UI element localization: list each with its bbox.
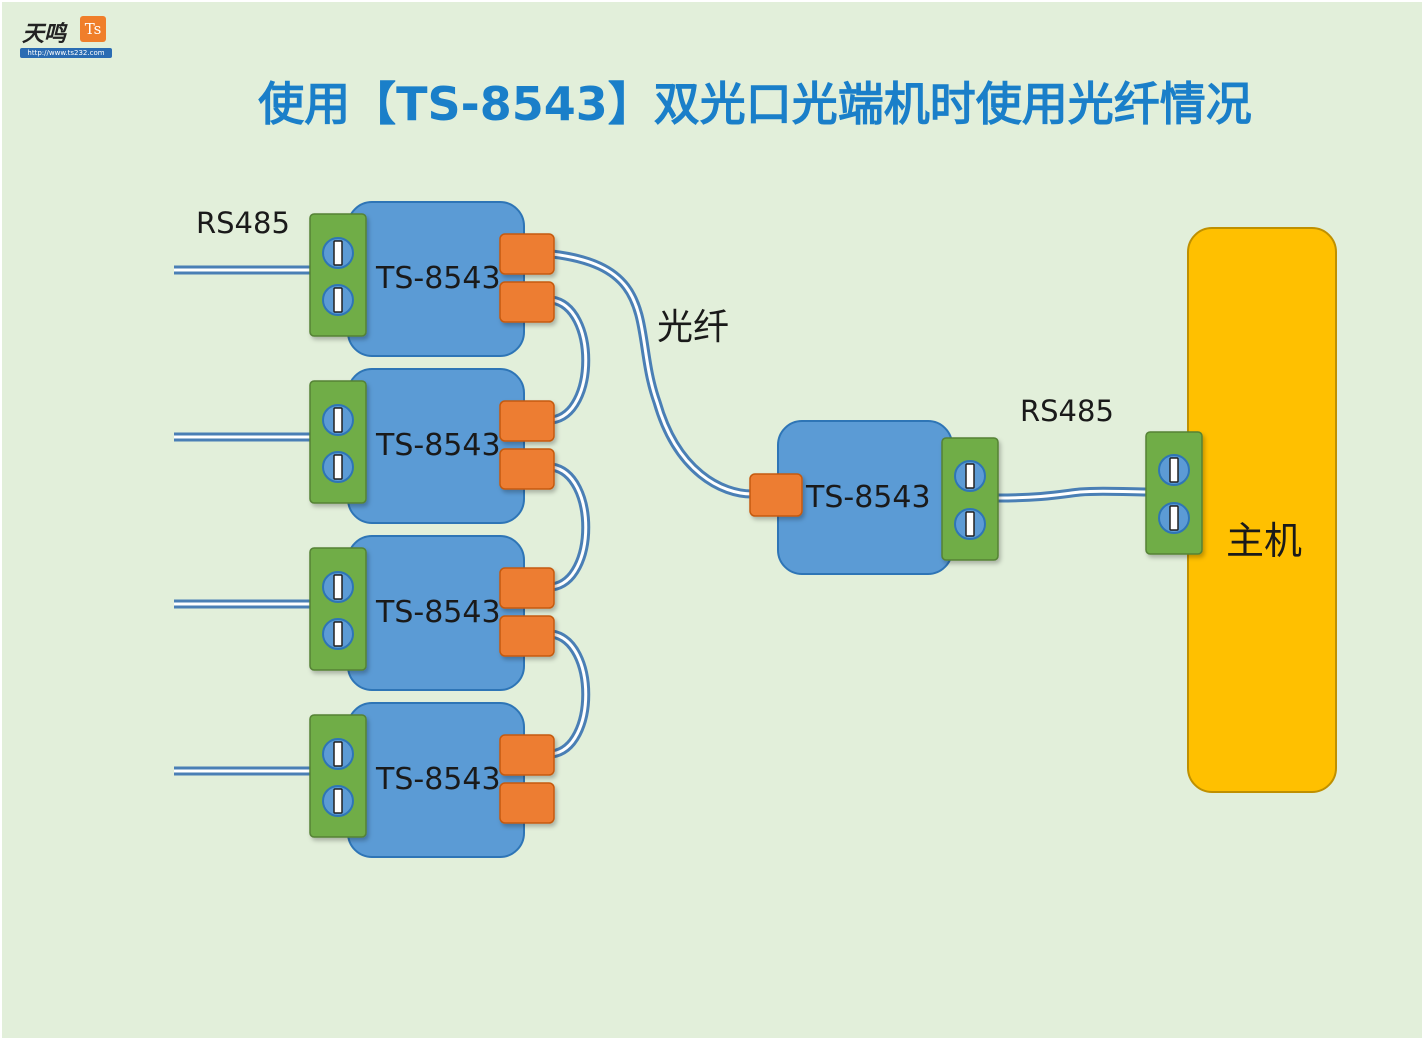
fiber-loop (550, 462, 591, 592)
rs485-input-cables (174, 265, 314, 776)
fiber-port (499, 448, 555, 490)
terminal-block (941, 437, 999, 561)
fiber-loops (550, 295, 591, 759)
main-fiber-cable (551, 249, 753, 499)
page-title: 使用【TS-8543】双光口光端机时使用光纤情况 (258, 77, 1252, 131)
ts8543-device-3 (309, 535, 555, 691)
ts8543-device-4 (309, 702, 555, 858)
terminal-block (309, 213, 367, 337)
fiber-port (499, 782, 555, 824)
ts8543-device-1 (309, 201, 555, 357)
logo-ts-badge: Ts (80, 16, 106, 42)
fiber-port (499, 233, 555, 275)
brand-logo: 天鸣 Ts http://www.ts232.com (16, 14, 116, 62)
rs485-host-cable (997, 486, 1151, 503)
device-label: TS-8543 (376, 261, 501, 296)
rs485-label-right: RS485 (1020, 394, 1114, 428)
host-computer (1145, 227, 1337, 793)
terminal-block (309, 547, 367, 671)
device-label: TS-8543 (806, 480, 931, 515)
fiber-port (499, 615, 555, 657)
fiber-port (499, 734, 555, 776)
logo-script: 天鸣 (22, 21, 67, 47)
fiber-port (499, 400, 555, 442)
device-label: TS-8543 (376, 428, 501, 463)
fiber-label: 光纤 (657, 307, 730, 348)
host-label: 主机 (1226, 519, 1303, 563)
logo-url: http://www.ts232.com (20, 48, 112, 58)
device-label: TS-8543 (376, 595, 501, 630)
device-label: TS-8543 (376, 762, 501, 797)
terminal-block (1145, 431, 1203, 555)
terminal-block (309, 380, 367, 504)
fiber-loop (550, 629, 591, 759)
fiber-loop (550, 295, 591, 425)
fiber-port (749, 473, 803, 517)
terminal-block (309, 714, 367, 838)
ts8543-device-2 (309, 368, 555, 524)
fiber-port (499, 281, 555, 323)
ts8543-device-center (749, 420, 999, 575)
rs485-label-left: RS485 (196, 206, 290, 240)
fiber-port (499, 567, 555, 609)
